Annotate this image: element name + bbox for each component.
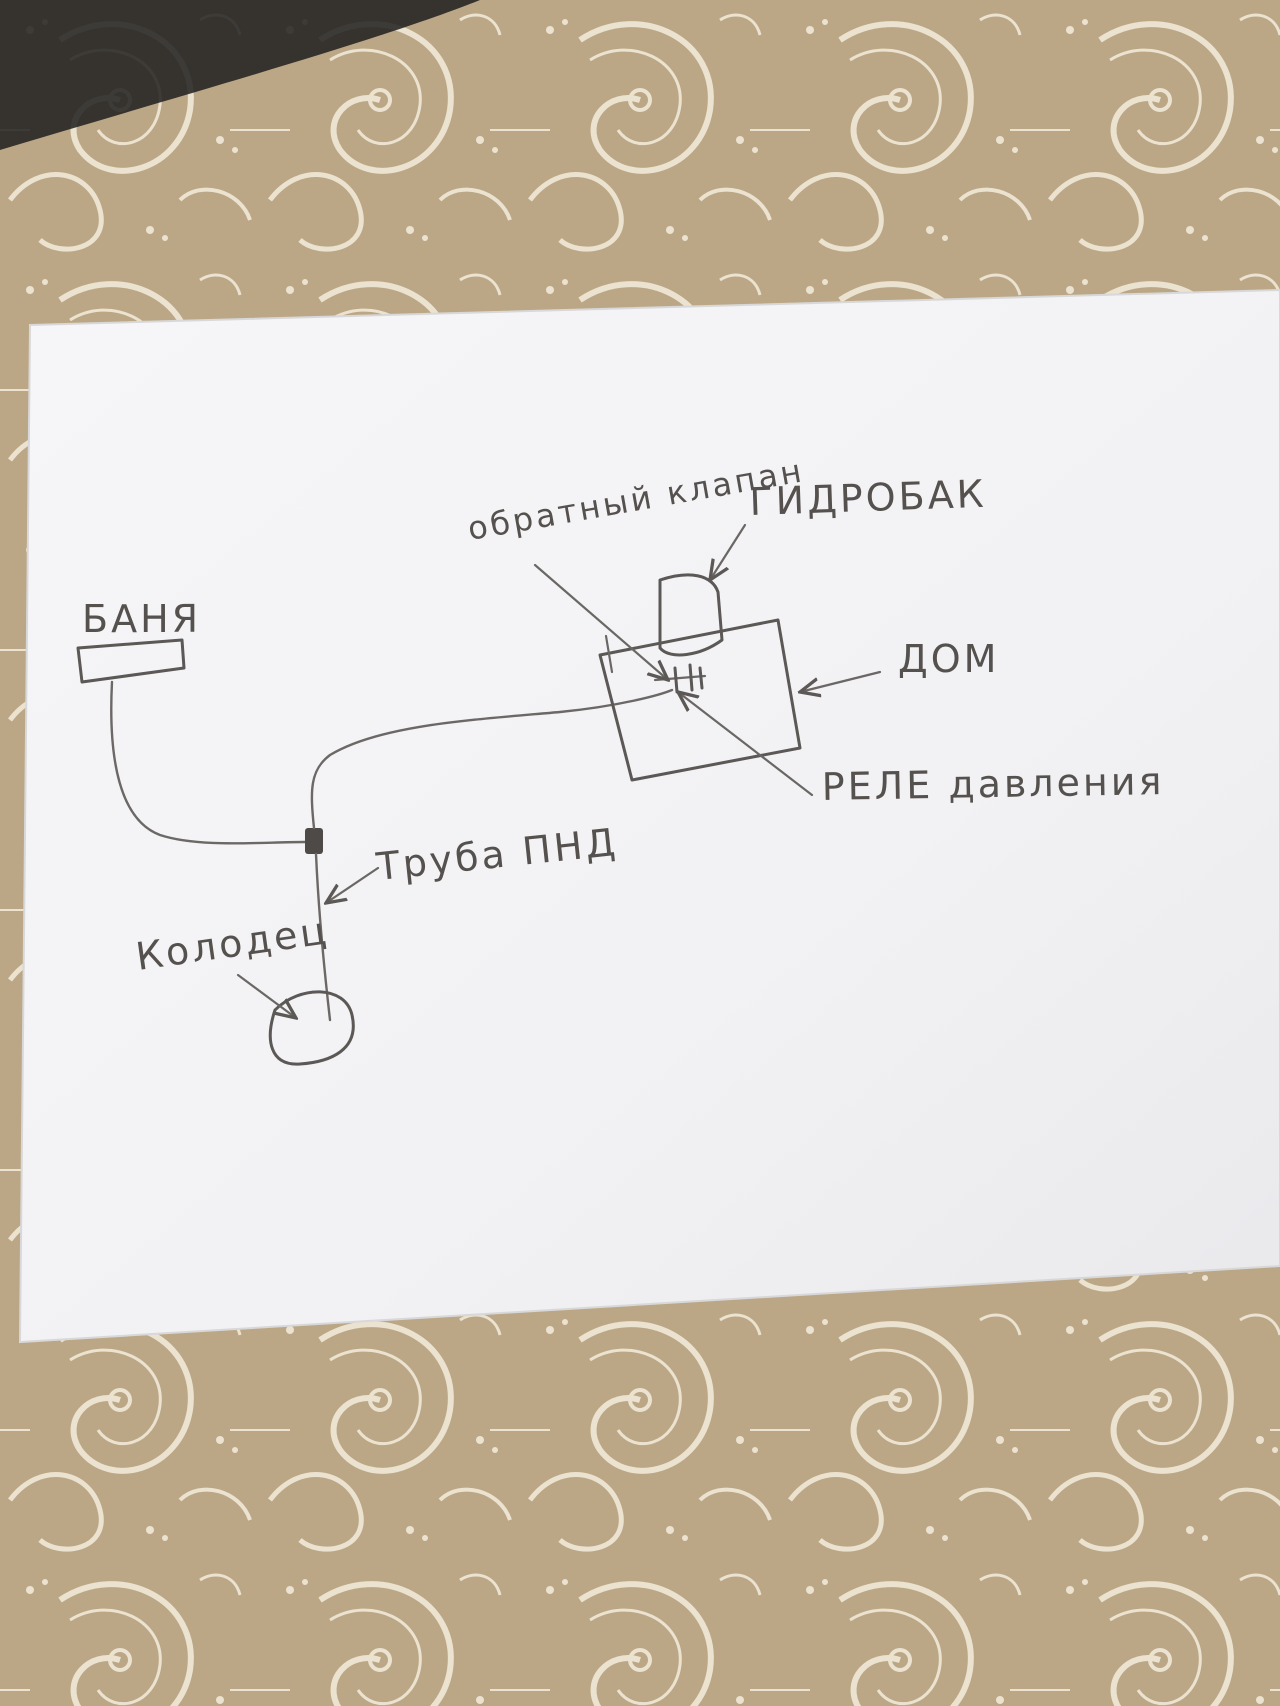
check-valve-symbol <box>673 666 679 694</box>
arrow-pressure-relay <box>678 692 814 797</box>
label-banya: БАНЯ <box>82 597 201 641</box>
paper-sheet <box>18 288 1280 1344</box>
hydro-tank <box>658 573 724 657</box>
arrow-well <box>236 973 296 1018</box>
label-pressure-relay: РЕЛЕ давления <box>821 759 1164 809</box>
house-outline-extra <box>604 634 614 674</box>
house-rectangle <box>598 618 802 782</box>
label-hydro-tank: ГИДРОБАК <box>749 472 988 524</box>
label-house: ДОМ <box>898 637 999 681</box>
arrow-house <box>800 670 882 692</box>
arrow-hydro-tank <box>710 523 747 580</box>
relay-tick <box>698 666 704 690</box>
arrow-check-valve <box>533 563 668 680</box>
well-circle <box>268 990 355 1066</box>
dark-corner <box>0 0 480 150</box>
arrow-pipe <box>326 866 380 903</box>
pipe-tee-fitting <box>305 828 323 854</box>
pipe-to-well <box>314 852 332 1022</box>
banya-rectangle <box>76 638 186 684</box>
pipe-banya-branch <box>110 680 307 845</box>
check-valve-symbol-2 <box>688 663 694 692</box>
pipe-to-house <box>310 688 674 830</box>
